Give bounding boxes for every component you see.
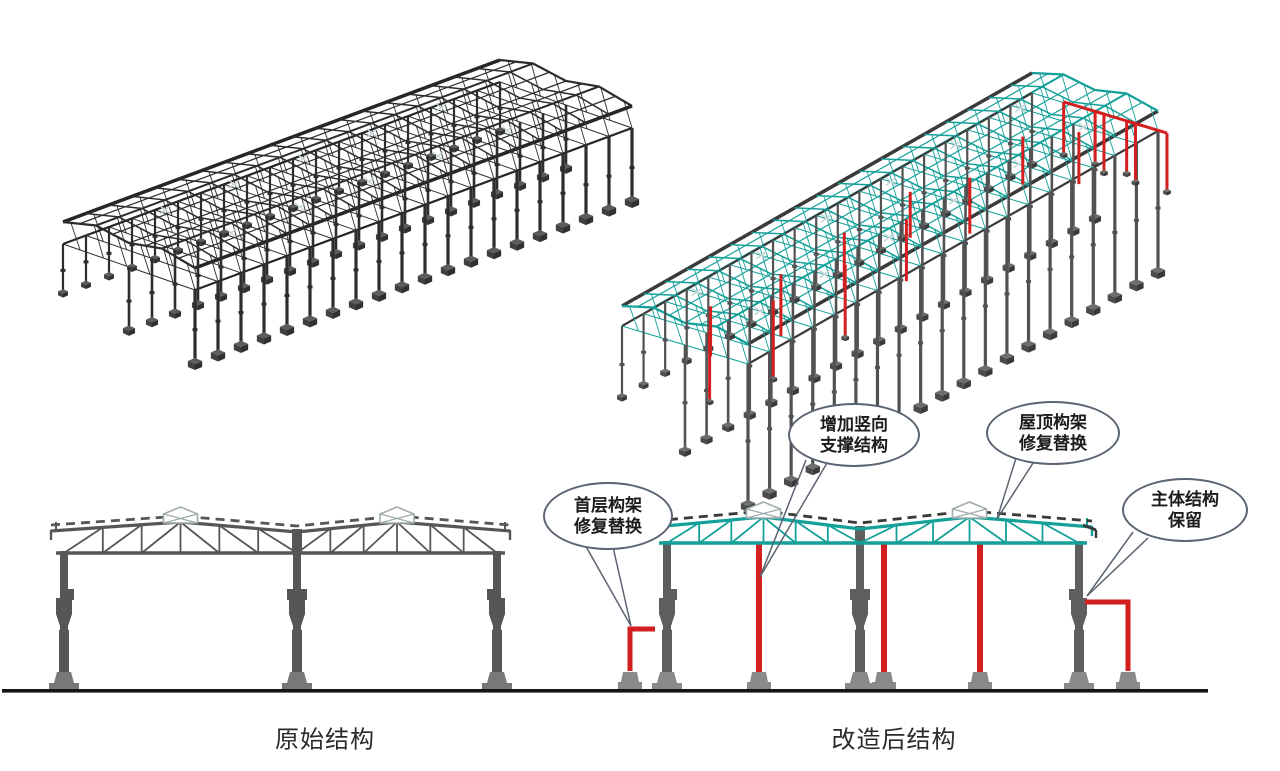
- callout-roof-frame: 屋顶构架 修复替换: [986, 401, 1120, 465]
- callout-leaders: [583, 454, 1149, 627]
- callout-line: 修复替换: [574, 517, 642, 536]
- original-elevation: [49, 506, 512, 692]
- callout-vertical-support: 增加竖向 支撑结构: [788, 403, 920, 467]
- original-structure-3d: [58, 58, 640, 371]
- callout-line: 支撑结构: [820, 436, 888, 455]
- callout-line: 增加竖向: [820, 414, 888, 434]
- callout-line: 首层构架: [574, 495, 642, 515]
- callout-line: 主体结构: [1151, 489, 1219, 509]
- ground-line: [2, 689, 1208, 693]
- callout-line: 修复替换: [1019, 434, 1087, 453]
- callout-line: 屋顶构架: [1019, 412, 1087, 432]
- renovated-elevation: [618, 501, 1140, 692]
- caption-renovated: 改造后结构: [831, 726, 957, 754]
- callout-main-structure: 主体结构 保留: [1122, 478, 1248, 542]
- callout-line: 保留: [1168, 511, 1202, 530]
- callout-first-floor-frame: 首层构架 修复替换: [543, 482, 673, 550]
- caption-original: 原始结构: [275, 726, 375, 754]
